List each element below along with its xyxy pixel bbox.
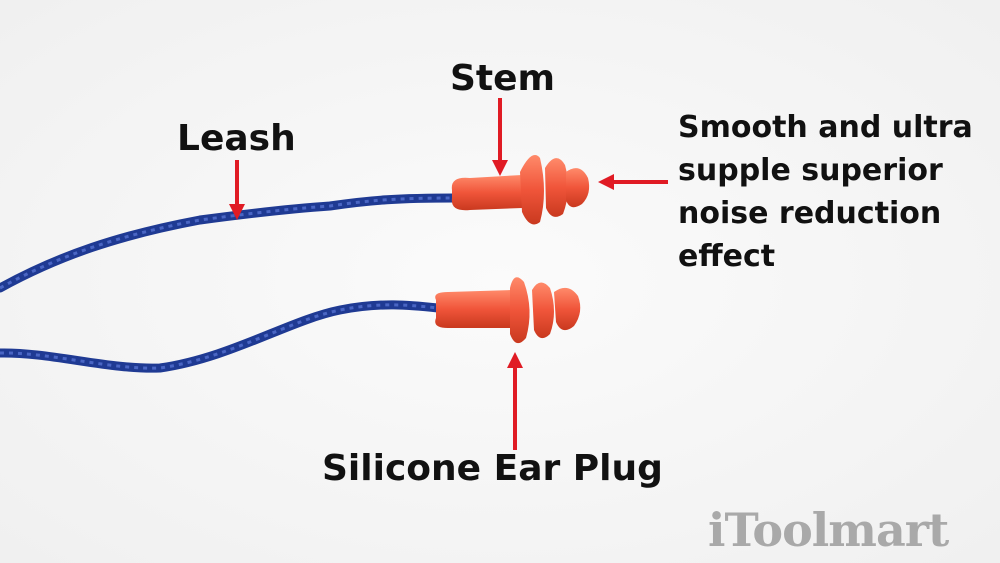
plug-arrow [507,352,523,450]
stem-arrow [492,98,508,176]
leash-arrow [229,160,245,220]
stem-label: Stem [450,58,556,99]
smooth-arrow [598,174,668,190]
upper-leash-cord [0,193,460,293]
brand-watermark: iToolmart [708,503,949,557]
leash-label: Leash [177,118,296,159]
lower-ear-plug [435,277,581,344]
silicone-ear-plug-label: Silicone Ear Plug [322,448,663,489]
upper-ear-plug [451,155,590,225]
lower-leash-cord [0,300,443,373]
noise-reduction-label: Smooth and ultra supple superior noise r… [678,110,973,274]
